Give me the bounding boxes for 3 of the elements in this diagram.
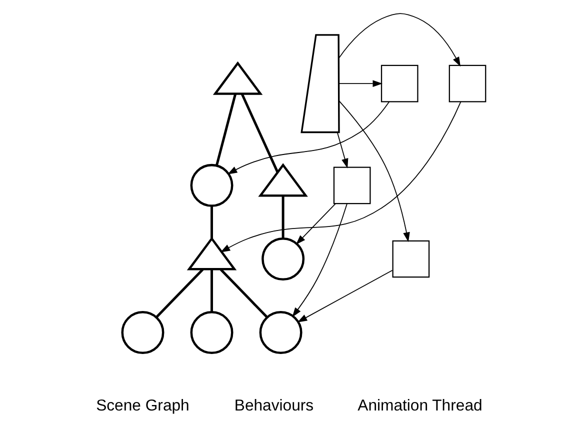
label: Behaviours xyxy=(234,396,314,414)
label: Animation Thread xyxy=(357,396,482,414)
label: Scene Graph xyxy=(96,396,189,414)
